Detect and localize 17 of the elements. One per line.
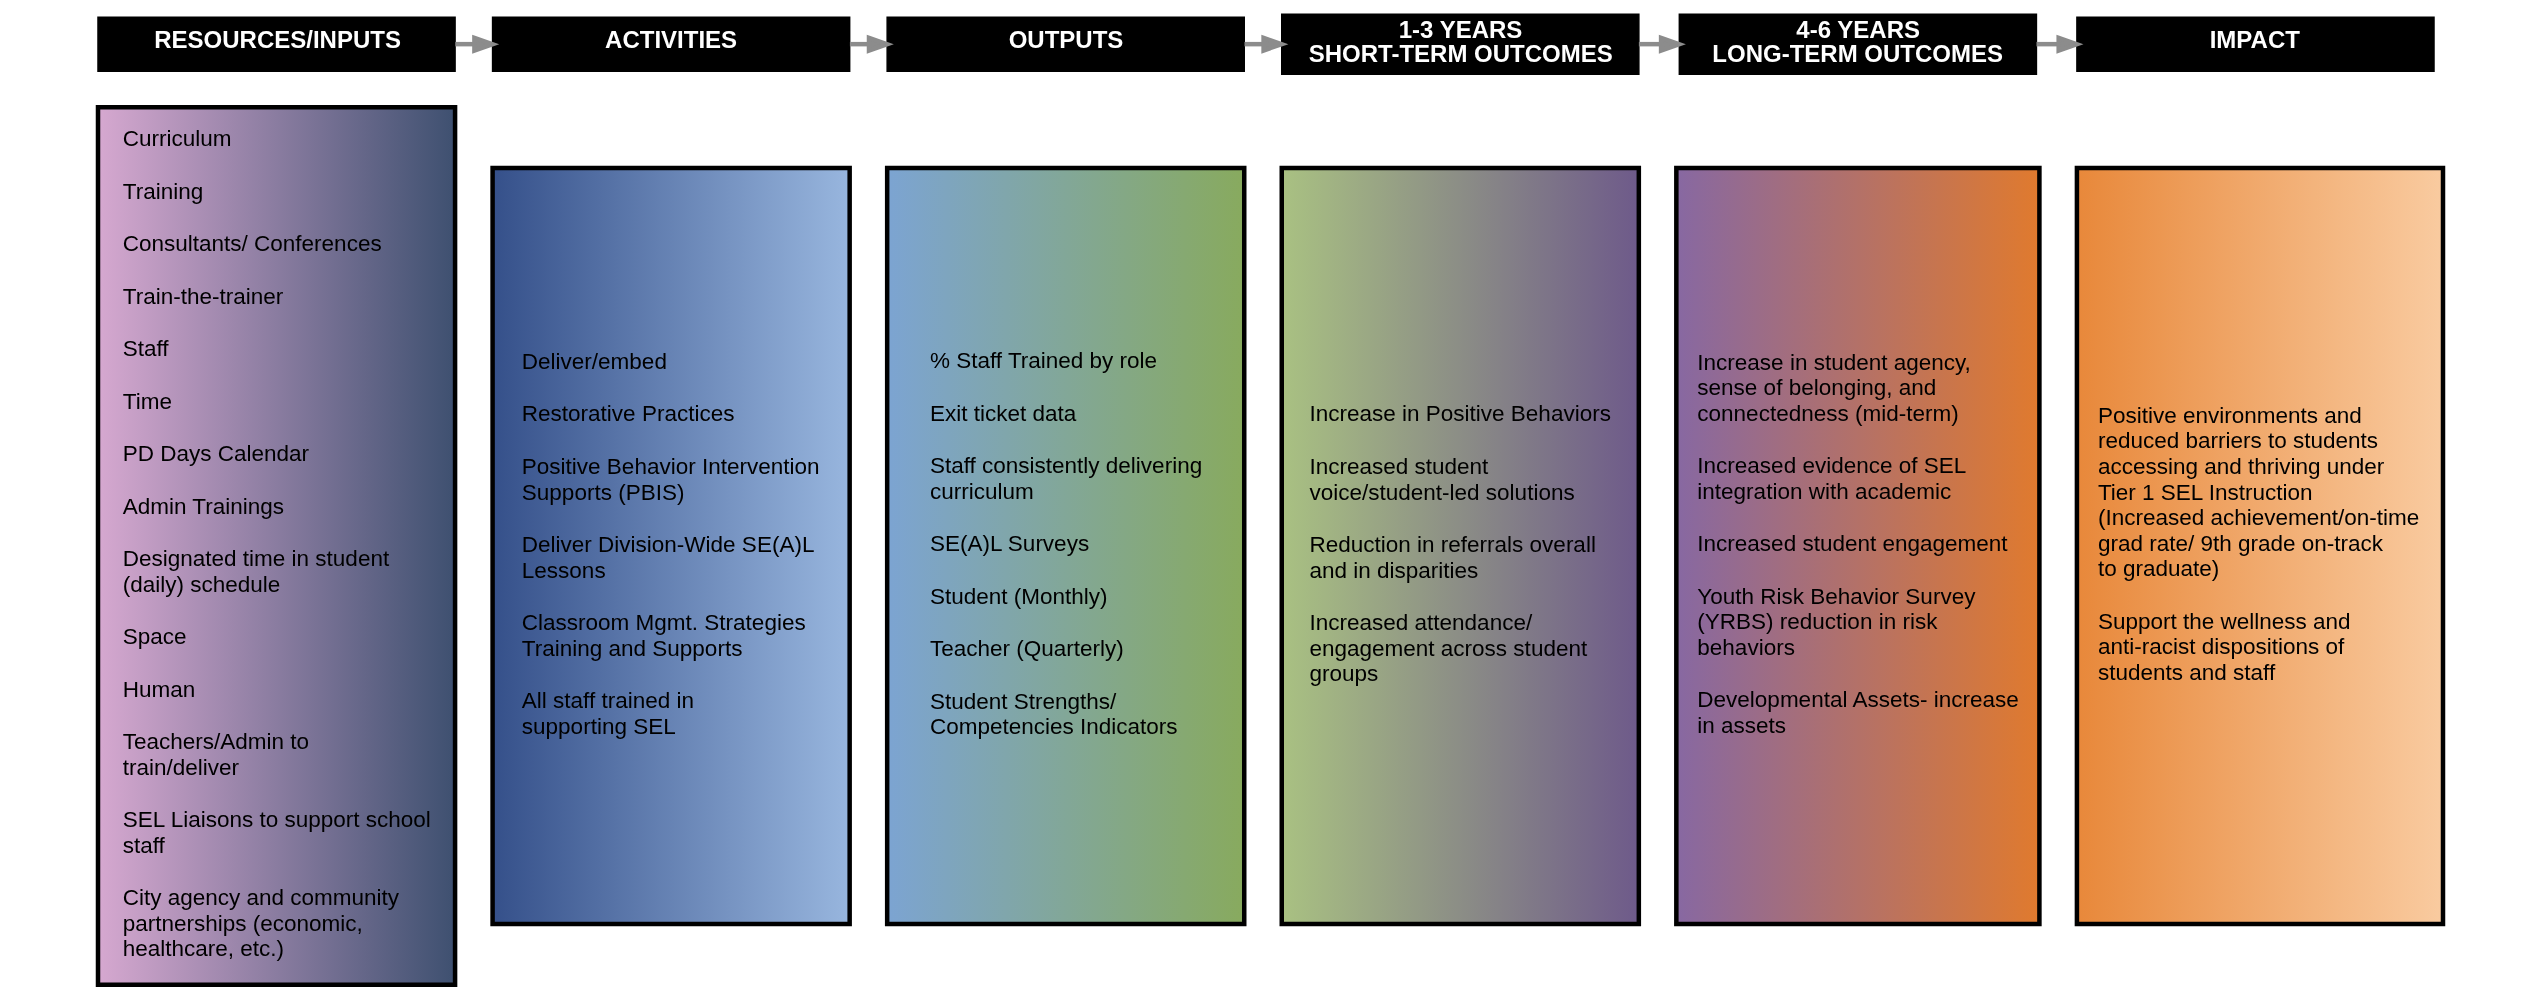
- node-box: Deliver/embed Restorative Practices Positive Behavior Intervention Supports (PBIS) Deliver Division-Wide SE(A)L Lessons Classroom Mgmt. Strategies Training and Supports All staff trained in supporting SEL: [489, 165, 852, 927]
- arrow: [849, 34, 894, 54]
- node-box: Positive environments and reduced barriers to students accessing and thriving under Tier 1 SEL Instruction (Increased achievement/on-time grad rate/ 9th grade on-track to graduate) Support the wellness and anti-racist dispositions of students and staff: [2074, 165, 2445, 927]
- arrow: [1638, 34, 1686, 54]
- arrow: [454, 34, 499, 54]
- node-box: RESOURCES/INPUTS: [96, 16, 456, 72]
- node-box: % Staff Trained by role Exit ticket data Staff consistently delivering curriculum SE(A)L Surveys Student (Monthly) Teacher (Quarterly) Student Strengths/ Competencies Indicators: [884, 165, 1246, 927]
- node-box: ACTIVITIES: [491, 16, 850, 72]
- node-box: IMPACT: [2075, 16, 2435, 72]
- node-box: Curriculum Training Consultants/ Conferences Train-the-trainer Staff Time PD Days Calendar Admin Trainings Designated time in student (daily) schedule Space Human Teachers/Admin to train/deliver SEL Liaisons to support school staff City agency and community partnerships (economic, healthcare, etc.): [95, 104, 457, 988]
- arrow: [2035, 34, 2083, 54]
- node-box: OUTPUTS: [885, 16, 1245, 72]
- node-box: 4-6 YEARS LONG-TERM OUTCOMES: [1678, 13, 2037, 75]
- node-box: Increase in student agency, sense of belonging, and connectedness (mid-term) Increased evidence of SEL integration with academic Increased student engagement Youth Risk Behavior Survey (YRBS) reduction in risk behaviors Developmental Assets- increase in assets: [1673, 165, 2042, 927]
- arrow: [1244, 34, 1288, 54]
- node-box: 1-3 YEARS SHORT-TERM OUTCOMES: [1280, 13, 1640, 75]
- node-box: Increase in Positive Behaviors Increased student voice/student-led solutions Reduction in referrals overall and in disparities Increased attendance/ engagement across student groups: [1279, 165, 1641, 927]
